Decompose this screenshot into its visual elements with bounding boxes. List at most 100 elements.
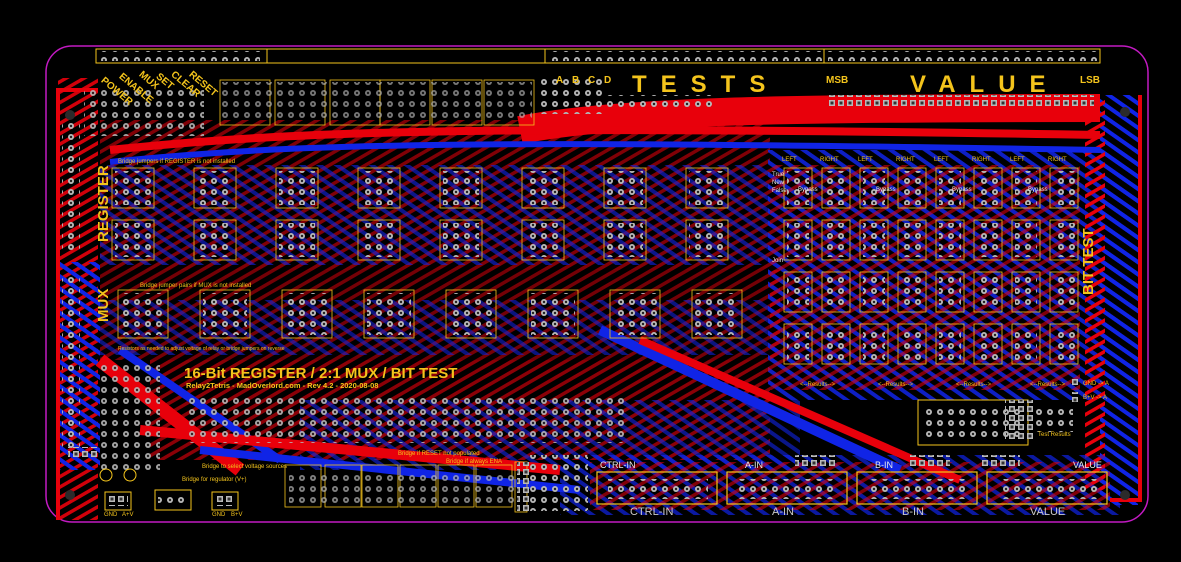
register-relay-pads bbox=[197, 223, 233, 257]
bit-test-relay bbox=[1011, 219, 1041, 261]
register-relay-pads bbox=[525, 223, 561, 257]
bit-test-relay-pads bbox=[787, 171, 809, 205]
board-subtitle: Relay2Tetris - MadOverlord.com - Rev 4.2… bbox=[186, 381, 379, 390]
bit-test-relay-pads bbox=[825, 171, 847, 205]
test-letter-d: D bbox=[604, 75, 612, 86]
bypass-label-2: Bypass bbox=[876, 187, 896, 193]
value-led-row bbox=[826, 95, 1094, 106]
register-relay-pads bbox=[525, 171, 561, 205]
test-pads bbox=[540, 78, 602, 114]
bit-test-relay-pads bbox=[787, 275, 809, 309]
mux-relay-pads bbox=[203, 293, 247, 335]
register-relay-pads bbox=[115, 171, 151, 205]
mux-relay-pads bbox=[695, 293, 739, 335]
new-label-1: New bbox=[772, 180, 785, 186]
register-relay-pads bbox=[361, 171, 397, 205]
bit-test-relay-pads bbox=[977, 327, 999, 361]
bit-test-relay-pads bbox=[901, 327, 923, 361]
bit-test-label: BIT TEST bbox=[1080, 228, 1097, 295]
register-relay bbox=[193, 167, 237, 209]
bit-test-relay bbox=[1011, 323, 1041, 365]
bit-test-relay-pads bbox=[825, 223, 847, 257]
register-relay bbox=[357, 219, 401, 261]
register-relay bbox=[521, 167, 565, 209]
av-label: A+V bbox=[122, 512, 134, 518]
register-label: REGISTER bbox=[95, 165, 112, 242]
bit-test-relay-pads bbox=[863, 171, 885, 205]
bit-test-relay bbox=[973, 167, 1003, 209]
register-relay-pads bbox=[607, 223, 643, 257]
bit-test-relay-pads bbox=[939, 275, 961, 309]
a-in-connector-label-2: A-IN bbox=[772, 506, 794, 518]
mux-relay-pads bbox=[121, 293, 165, 335]
register-relay-pads bbox=[689, 171, 725, 205]
bit-test-relay-pads bbox=[825, 275, 847, 309]
register-relay-pads bbox=[197, 171, 233, 205]
mux-relay bbox=[527, 289, 579, 339]
value-connector-label: VALUE bbox=[1073, 460, 1102, 470]
right-label-4: RIGHT bbox=[1048, 157, 1067, 163]
mux-relay bbox=[363, 289, 415, 339]
bit-test-relay bbox=[897, 323, 927, 365]
join-label-1: Join bbox=[772, 258, 784, 264]
register-relay bbox=[357, 167, 401, 209]
register-relay bbox=[685, 167, 729, 209]
bit-test-relay-pads bbox=[939, 171, 961, 205]
bit-test-relay bbox=[821, 167, 851, 209]
register-relay bbox=[521, 219, 565, 261]
left-pad-column bbox=[62, 120, 80, 250]
bit-test-relay bbox=[821, 323, 851, 365]
bit-test-relay-pads bbox=[977, 223, 999, 257]
resistor-note: Resistors as needed to adjust voltage of… bbox=[118, 346, 285, 352]
bit-test-relay-pads bbox=[863, 327, 885, 361]
register-relay-pads bbox=[443, 223, 479, 257]
lsb-label: LSB bbox=[1080, 75, 1100, 86]
bit-test-relay-pads bbox=[939, 223, 961, 257]
regulator-note: Bridge for regulator (V+) bbox=[182, 477, 247, 483]
ctrl-in-connector-label: CTRL-IN bbox=[600, 460, 636, 470]
mux-relay-pads bbox=[367, 293, 411, 335]
register-relay bbox=[275, 167, 319, 209]
ctrl-in-connector-label-2: CTRL-IN bbox=[630, 506, 674, 518]
io-connectors bbox=[596, 471, 1108, 505]
gnd-a-label: GND -> A bbox=[1083, 381, 1109, 387]
bv-a-label: B+V -> A bbox=[1083, 395, 1108, 401]
bit-test-relay bbox=[859, 167, 889, 209]
value-label: VALUE bbox=[910, 71, 1060, 98]
mux-relay-pads bbox=[285, 293, 329, 335]
bit-test-relay bbox=[859, 219, 889, 261]
register-relays bbox=[111, 167, 729, 261]
register-relay bbox=[193, 219, 237, 261]
bit-test-relay bbox=[859, 323, 889, 365]
results-label-4: <--Results--> bbox=[1030, 382, 1066, 388]
mux-relay bbox=[609, 289, 661, 339]
mux-relay bbox=[281, 289, 333, 339]
bit-test-relay bbox=[973, 323, 1003, 365]
mux-relay-pads bbox=[531, 293, 575, 335]
register-relay bbox=[439, 219, 483, 261]
bit-test-relay bbox=[935, 219, 965, 261]
bit-test-relay-pads bbox=[1053, 275, 1075, 309]
b-in-connector-label: B-IN bbox=[875, 460, 893, 470]
bit-test-relay bbox=[973, 219, 1003, 261]
bit-test-relay bbox=[1011, 271, 1041, 313]
right-label-2: RIGHT bbox=[896, 157, 915, 163]
bit-test-relay-pads bbox=[1015, 275, 1037, 309]
gnd-label: GND bbox=[104, 512, 118, 518]
top-header bbox=[95, 48, 1101, 64]
bit-test-relay bbox=[897, 271, 927, 313]
bit-test-relay bbox=[935, 271, 965, 313]
bit-test-relay-pads bbox=[939, 327, 961, 361]
bit-test-relay bbox=[1011, 167, 1041, 209]
bit-test-relay bbox=[935, 167, 965, 209]
results-label-1: <--Results--> bbox=[800, 382, 836, 388]
register-relay-pads bbox=[361, 223, 397, 257]
mux-relay bbox=[199, 289, 251, 339]
bit-test-relay bbox=[897, 167, 927, 209]
right-label-1: RIGHT bbox=[820, 157, 839, 163]
bit-test-relay bbox=[783, 323, 813, 365]
register-relay-pads bbox=[115, 223, 151, 257]
bit-test-relay-pads bbox=[863, 275, 885, 309]
bit-test-relay bbox=[821, 271, 851, 313]
bit-test-relay-pads bbox=[787, 327, 809, 361]
